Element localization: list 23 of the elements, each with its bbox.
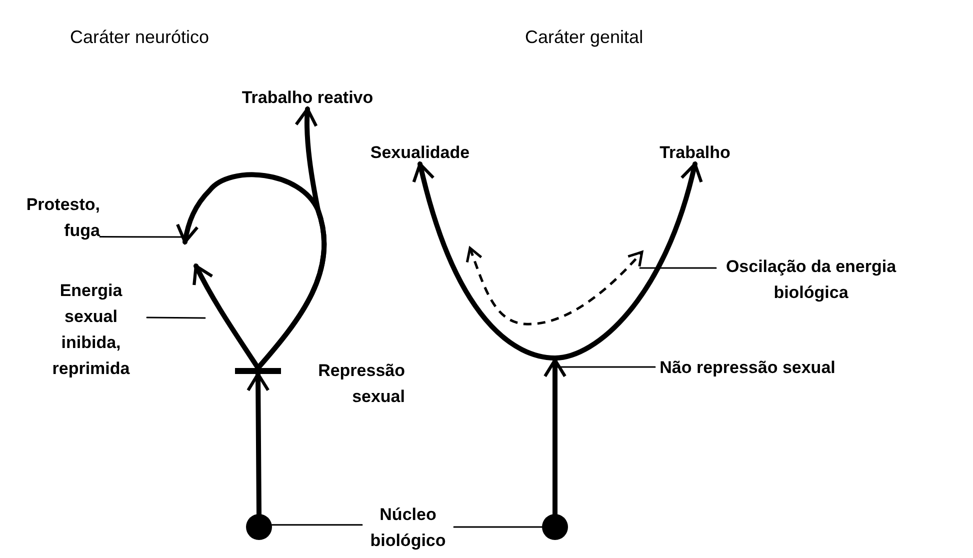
leader-line xyxy=(557,366,656,368)
node-label: Oscilação da energia biológica xyxy=(716,254,906,304)
leader-line xyxy=(271,524,363,526)
node-label: Núcleo biológico xyxy=(362,502,454,554)
node-label: Energia sexual inibida, reprimida xyxy=(35,278,147,382)
arrow xyxy=(412,162,702,360)
leader-line xyxy=(146,316,206,319)
node-label: Trabalho reativo xyxy=(240,85,375,109)
node-label: Não repressão sexual xyxy=(655,355,840,379)
leader-line xyxy=(639,267,717,269)
node-label: Sexualidade xyxy=(352,140,488,164)
arrow xyxy=(192,264,260,370)
repression-bar xyxy=(235,368,281,374)
arrow xyxy=(543,358,567,516)
leader-line xyxy=(99,236,184,238)
arrow xyxy=(246,372,270,516)
arrow xyxy=(256,106,327,370)
leader-line xyxy=(453,526,543,528)
node-label: Protesto, fuga xyxy=(5,192,100,248)
column-heading: Caráter genital xyxy=(525,26,644,49)
column-heading: Caráter neurótico xyxy=(70,26,210,49)
node-caption: Repressão sexual xyxy=(317,360,405,408)
node-label: Trabalho xyxy=(648,140,742,164)
